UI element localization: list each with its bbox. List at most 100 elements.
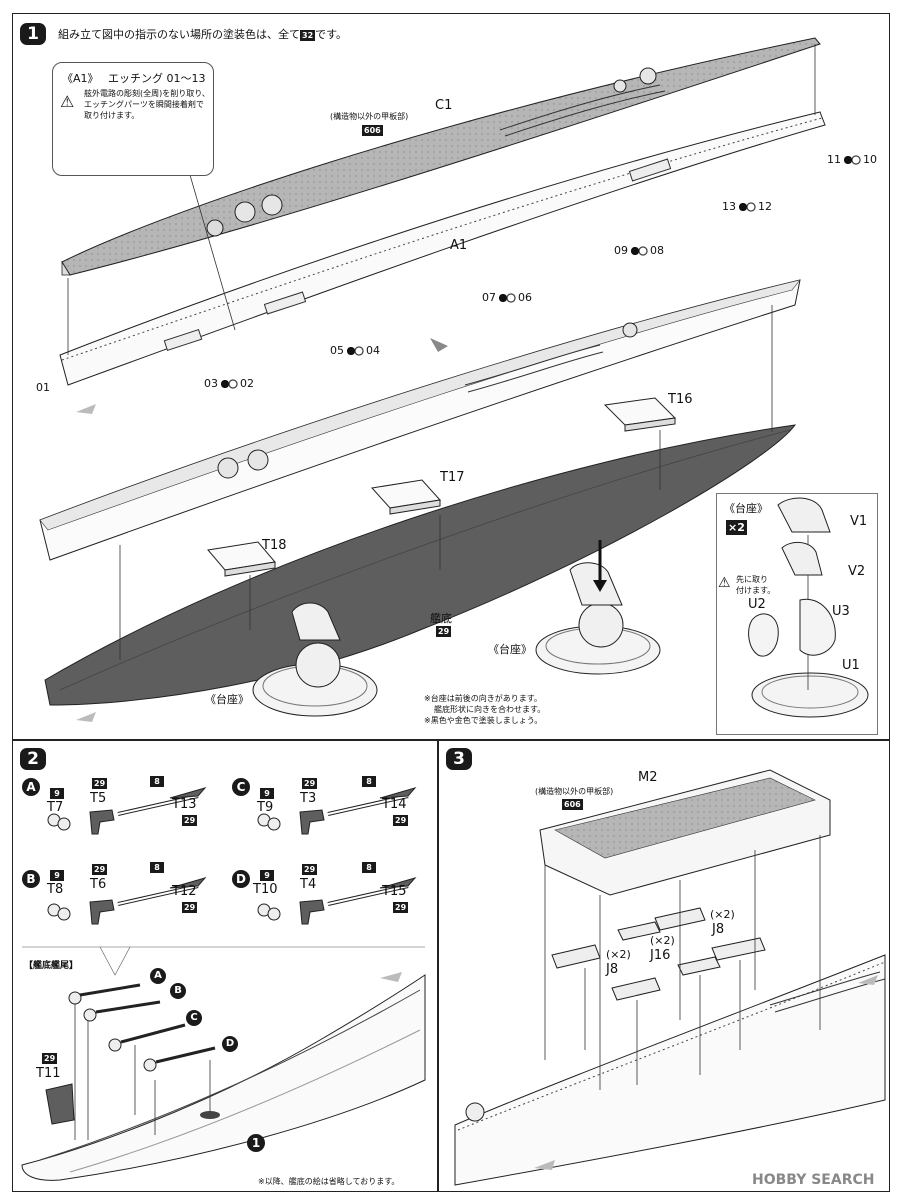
- group-c-p4: T14: [382, 797, 407, 812]
- step3-deck-note: (構造物以外の甲板部): [535, 787, 614, 796]
- label-v2: V2: [848, 564, 866, 579]
- step1-number: 1: [20, 23, 46, 45]
- note-1: ※台座は前後の向きがあります。: [424, 694, 542, 703]
- label-t11: T11: [36, 1066, 61, 1081]
- etch-01: 01: [36, 381, 50, 394]
- group-b-p4-color: 29: [182, 902, 198, 913]
- deck-paint: 606: [362, 125, 383, 136]
- callout-subtitle: エッチング 01〜13: [108, 72, 206, 85]
- callout-line-2: エッチングパーツを瞬間接着剤で: [84, 100, 204, 109]
- group-b-p2-color: 29: [92, 864, 108, 875]
- callout-line-1: 舷外電路の彫刻(全周)を削り取り、: [84, 89, 210, 98]
- hull-paint: 29: [436, 626, 452, 637]
- callout-title: 《A1》: [62, 72, 99, 85]
- group-a-p2-color: 29: [92, 778, 108, 789]
- stern-label: 【艦底艦尾】: [24, 961, 79, 971]
- label-j8-a: J8: [712, 922, 725, 937]
- label-hull-bottom: 艦底: [430, 612, 452, 625]
- stand-warning-icon: ⚠: [718, 575, 731, 591]
- label-x2-b: (×2): [650, 934, 675, 947]
- label-u3: U3: [832, 604, 850, 619]
- group-b-p4: T12: [172, 884, 197, 899]
- stern-d: D: [222, 1036, 238, 1052]
- group-d-letter: D: [232, 870, 250, 888]
- group-d-p1-color: 9: [260, 870, 274, 881]
- label-v1: V1: [850, 514, 868, 529]
- stern-a: A: [150, 968, 166, 984]
- group-c-letter: C: [232, 778, 250, 796]
- stand-label-front: 《台座》: [205, 693, 249, 706]
- label-x2-a: (×2): [710, 908, 735, 921]
- stand-warn-2: 付けます。: [736, 586, 776, 595]
- instruction-text-pre: 組み立て図中の指示のない場所の塗装色は、全て: [58, 28, 300, 41]
- group-b-p1: T8: [47, 882, 64, 897]
- group-c-p2-color: 29: [302, 778, 318, 789]
- label-j8-b: J8: [606, 962, 619, 977]
- group-a-p4-color: 29: [182, 815, 198, 826]
- note-3: ※黒色や金色で塗装しましょう。: [424, 716, 543, 725]
- step3-number: 3: [446, 748, 472, 770]
- stand-label-rear: 《台座》: [488, 643, 532, 656]
- callout-line-3: 取り付けます。: [84, 111, 140, 120]
- stern-c: C: [186, 1010, 202, 1026]
- label-c1: C1: [435, 98, 453, 113]
- prop-group-d: [257, 877, 417, 925]
- step3-panel: [438, 740, 890, 1192]
- stand-box-count: ×2: [726, 520, 747, 535]
- group-c-p2: T3: [300, 791, 317, 806]
- stand-box-title: 《台座》: [724, 502, 768, 515]
- group-c-p3-color: 8: [362, 776, 376, 787]
- group-a-p1-color: 9: [50, 788, 64, 799]
- group-b-p3-color: 8: [150, 862, 164, 873]
- group-a-letter: A: [22, 778, 40, 796]
- label-t17: T17: [440, 470, 465, 485]
- deck-note: (構造物以外の甲板部): [330, 112, 409, 121]
- group-a-p1: T7: [47, 800, 64, 815]
- label-t16: T16: [668, 392, 693, 407]
- etching-callout: [52, 62, 214, 176]
- step2-footnote: ※以降、艦底の絵は省略しております。: [258, 1177, 400, 1186]
- group-a-p2: T5: [90, 791, 107, 806]
- label-u2: U2: [748, 597, 766, 612]
- note-2: 艦底形状に向きを合わせます。: [434, 705, 546, 714]
- group-d-p1: T10: [253, 882, 278, 897]
- group-b-p2: T6: [90, 877, 107, 892]
- ref-step-1: 1: [247, 1134, 265, 1152]
- group-d-p4-color: 29: [393, 902, 409, 913]
- instruction-paint-code: 32: [300, 29, 316, 41]
- warning-icon: ⚠: [60, 92, 75, 111]
- label-j16: J16: [650, 948, 671, 963]
- watermark: HOBBY SEARCH: [752, 1172, 875, 1188]
- label-a1: A1: [450, 238, 468, 253]
- step2-panel: [12, 740, 438, 1192]
- step3-deck-paint: 606: [562, 799, 583, 810]
- prop-group-b: [47, 877, 207, 925]
- stern-b: B: [170, 983, 186, 999]
- group-b-p1-color: 9: [50, 870, 64, 881]
- prop-group-c: [257, 787, 417, 835]
- group-d-p2-color: 29: [302, 864, 318, 875]
- group-a-p4: T13: [172, 797, 197, 812]
- group-c-p4-color: 29: [393, 815, 409, 826]
- group-d-p2: T4: [300, 877, 317, 892]
- step1-panel: [12, 13, 890, 740]
- instruction-text-post: です。: [315, 28, 348, 41]
- group-c-p1: T9: [257, 800, 274, 815]
- group-a-p3-color: 8: [150, 776, 164, 787]
- label-m2: M2: [638, 770, 658, 785]
- t11-color: 29: [42, 1053, 58, 1064]
- prop-group-a: [47, 787, 207, 835]
- hull-bottom: [44, 424, 797, 706]
- stand-warn-1: 先に取り: [736, 575, 768, 584]
- label-u1: U1: [842, 658, 860, 673]
- stand-box: [716, 493, 878, 735]
- stern-hull: [21, 974, 426, 1181]
- group-c-p1-color: 9: [260, 788, 274, 799]
